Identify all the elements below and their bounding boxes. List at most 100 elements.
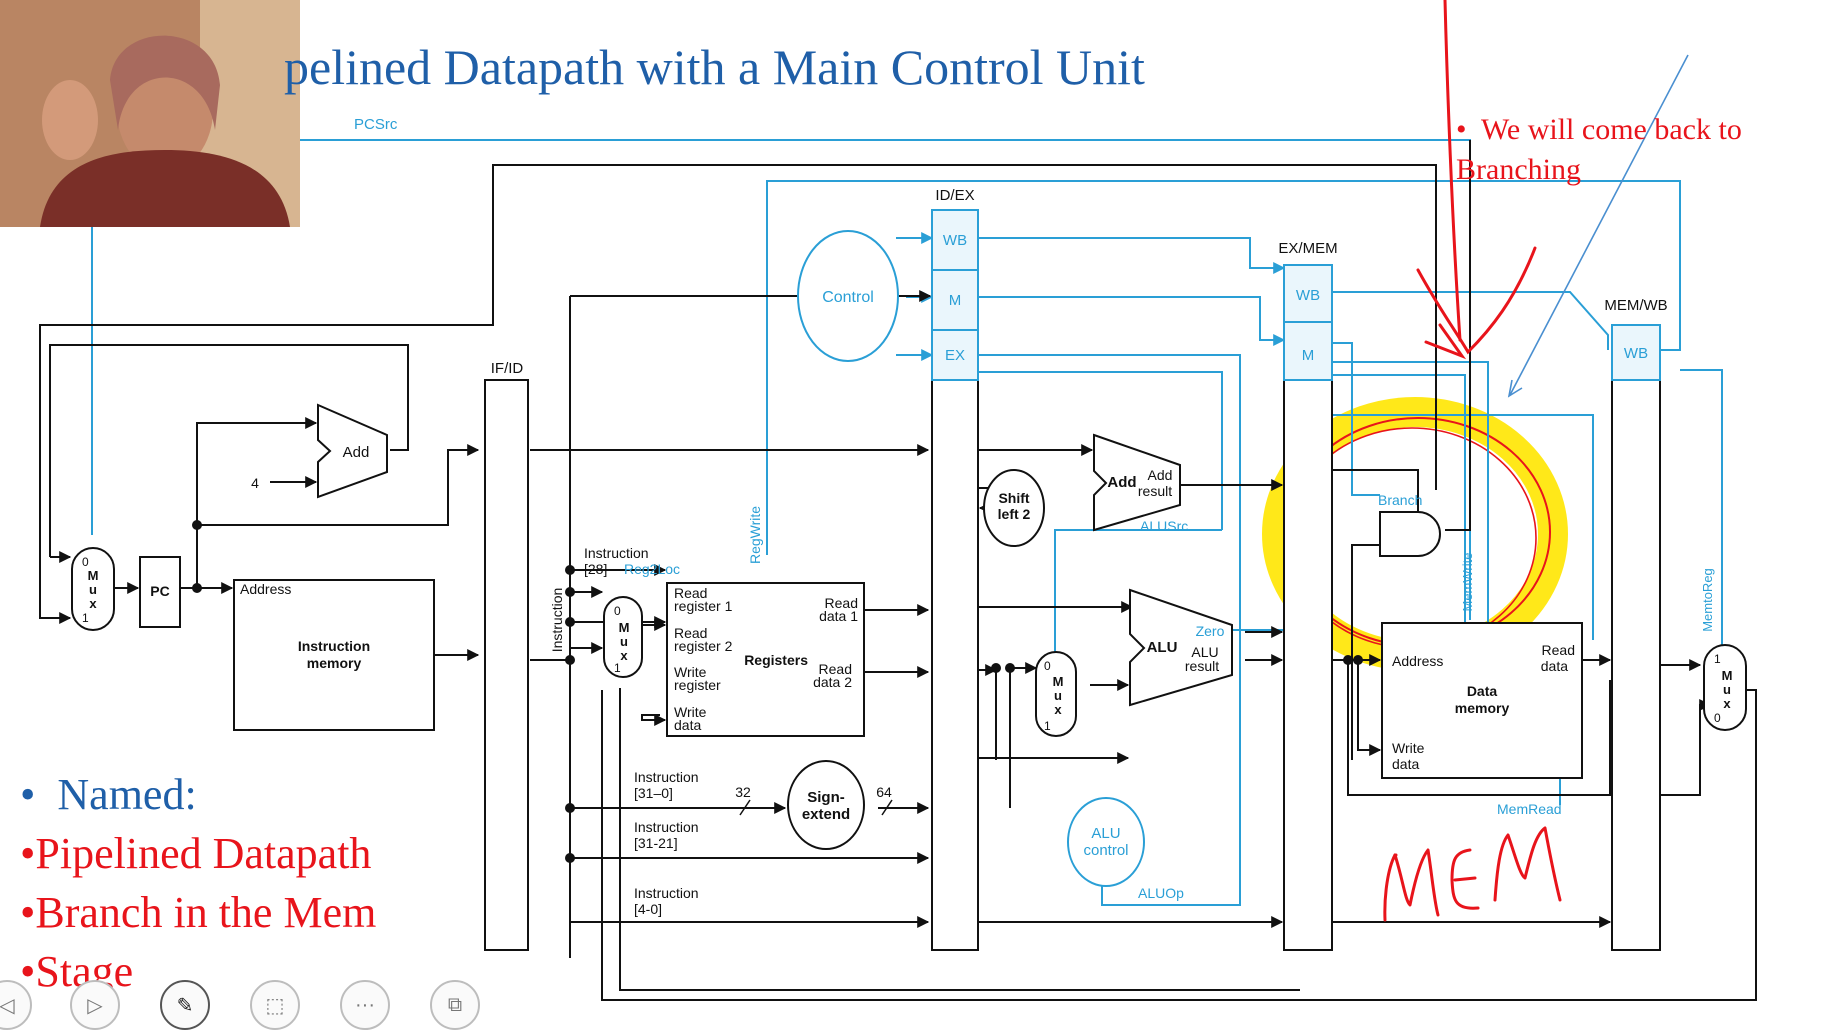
svg-text:Address: Address: [1392, 653, 1443, 669]
if-id-label: IF/ID: [491, 360, 524, 377]
shift-left-2: Shift left 2: [984, 470, 1044, 546]
svg-text:data 2: data 2: [813, 674, 852, 690]
svg-text:u: u: [1723, 682, 1731, 697]
zero-label: Zero: [1196, 623, 1225, 639]
instr-31-21-b: [31-21]: [634, 835, 678, 851]
svg-text:memory: memory: [307, 655, 362, 671]
svg-text:1: 1: [82, 611, 89, 625]
svg-text:Control: Control: [822, 289, 874, 306]
alusrc-mux: 0 M u x 1: [1036, 652, 1076, 736]
bullet-named: • Named:: [20, 765, 376, 824]
instruction-memory: Address Instruction memory: [234, 580, 434, 730]
more-icon: ···: [355, 994, 375, 1017]
aluop-label: ALUOp: [1138, 885, 1184, 901]
svg-text:x: x: [89, 596, 97, 611]
pen-icon: ✎: [177, 993, 194, 1018]
instr-28-label-b: [28]: [584, 561, 607, 577]
id-ex-wb: WB: [943, 232, 967, 249]
svg-text:Write: Write: [1392, 740, 1425, 756]
svg-text:M: M: [1053, 674, 1064, 689]
svg-text:0: 0: [82, 555, 89, 569]
subtitles-button[interactable]: ⧉: [430, 980, 480, 1030]
branch-and-gate: Branch: [1378, 492, 1440, 556]
svg-text:u: u: [1054, 688, 1062, 703]
svg-text:x: x: [1723, 696, 1731, 711]
svg-text:0: 0: [1044, 659, 1051, 673]
reg2loc-label: Reg2Loc: [624, 561, 680, 577]
pc-mux: 0 M u x 1: [72, 548, 114, 630]
pointer-tool-button[interactable]: ⬚: [250, 980, 300, 1030]
svg-text:result: result: [1138, 483, 1172, 499]
subtitles-icon: ⧉: [448, 994, 462, 1017]
note-bullet: •: [1456, 113, 1467, 146]
alu-control: ALU control: [1068, 798, 1144, 886]
mem-wb-wb: WB: [1624, 345, 1648, 362]
alusrc-label: ALUSrc: [1140, 518, 1188, 534]
svg-text:data: data: [674, 717, 701, 733]
pcsrc-label: PCSrc: [354, 116, 398, 133]
ex-mem-label: EX/MEM: [1278, 240, 1337, 257]
memtoreg-label: MemtoReg: [1700, 568, 1715, 632]
svg-text:64: 64: [876, 784, 892, 800]
more-options-button[interactable]: ···: [340, 980, 390, 1030]
data-memory: Address Read data Data memory Write data: [1382, 623, 1582, 778]
svg-text:32: 32: [735, 784, 751, 800]
memtoreg-mux: 1 M u x 0: [1704, 645, 1746, 730]
svg-text:Shift: Shift: [998, 490, 1029, 506]
svg-text:Add: Add: [343, 444, 370, 461]
previous-slide-button[interactable]: ◁: [0, 980, 32, 1030]
svg-text:result: result: [1185, 658, 1219, 674]
svg-text:u: u: [89, 582, 97, 597]
pointer-icon: ⬚: [266, 993, 285, 1018]
memread-label: MemRead: [1497, 801, 1562, 817]
instr-31-21-a: Instruction: [634, 819, 699, 835]
id-ex-label: ID/EX: [935, 187, 974, 204]
svg-text:control: control: [1083, 842, 1128, 859]
svg-text:Registers: Registers: [744, 652, 808, 668]
note-line-1: We will come back to: [1481, 113, 1742, 146]
svg-text:M: M: [1722, 668, 1733, 683]
svg-text:4: 4: [251, 475, 259, 491]
svg-text:1: 1: [614, 661, 621, 675]
mem-wb-register: MEM/WB WB: [1604, 297, 1667, 950]
svg-text:Add: Add: [1148, 467, 1173, 483]
ex-mem-wb: WB: [1296, 287, 1320, 304]
svg-text:left 2: left 2: [998, 506, 1031, 522]
svg-text:x: x: [620, 648, 628, 663]
mem-wb-label: MEM/WB: [1604, 297, 1667, 314]
slide-title: pelined Datapath with a Main Control Uni…: [284, 38, 1145, 96]
next-slide-button[interactable]: ▷: [70, 980, 120, 1030]
svg-text:0: 0: [1714, 711, 1721, 725]
mem-handwriting: [1385, 828, 1560, 920]
control-unit: Control: [798, 231, 898, 361]
id-ex-ex: EX: [945, 347, 965, 364]
presentation-toolbar: ◁ ▷ ✎ ⬚ ··· ⧉: [0, 976, 520, 1026]
ex-mem-m: M: [1302, 347, 1315, 364]
note-line-2: Branching: [1456, 150, 1742, 190]
svg-text:ALU: ALU: [1091, 825, 1120, 842]
svg-text:1: 1: [1714, 652, 1721, 666]
reg2loc-mux: 0 M u x 1: [604, 597, 642, 677]
svg-text:extend: extend: [802, 806, 850, 823]
pen-tool-button[interactable]: ✎: [160, 980, 210, 1030]
pc-register: PC: [140, 557, 180, 627]
svg-text:1: 1: [1044, 719, 1051, 733]
svg-text:ALU: ALU: [1147, 639, 1178, 656]
ex-mem-register: EX/MEM WB M: [1278, 240, 1337, 950]
register-file: Read register 1 Read register 2 Write re…: [667, 583, 864, 736]
svg-text:Sign-: Sign-: [807, 789, 845, 806]
svg-text:Data: Data: [1467, 683, 1498, 699]
if-id-register: IF/ID: [485, 360, 528, 950]
svg-text:register 2: register 2: [674, 638, 733, 654]
sign-extend: Sign- extend 32 64: [735, 761, 892, 849]
memwrite-label: MemWrite: [1460, 553, 1475, 612]
bullet-branch-mem: •Branch in the Mem: [20, 883, 376, 942]
instr-28-label-a: Instruction: [584, 545, 649, 561]
id-ex-register: ID/EX WB M EX: [932, 187, 978, 950]
instr-4-0-a: Instruction: [634, 885, 699, 901]
instr-4-0-b: [4-0]: [634, 901, 662, 917]
chevron-right-icon: ▷: [87, 993, 102, 1018]
pc-adder: Add 4: [251, 405, 387, 497]
svg-text:PC: PC: [150, 583, 169, 599]
svg-text:u: u: [620, 634, 628, 649]
